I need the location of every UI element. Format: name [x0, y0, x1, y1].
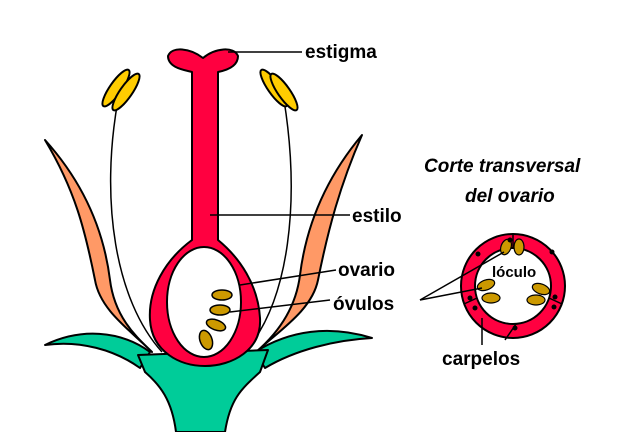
cross-ovules [476, 238, 551, 306]
title-line2: del ovario [465, 186, 555, 207]
ovules [198, 289, 233, 351]
anther-right [259, 68, 299, 112]
petal-left [44, 139, 153, 353]
label-carpels: carpelos [442, 349, 520, 370]
sepal-right [254, 329, 373, 369]
anther-left [101, 68, 141, 112]
leader-lines [210, 51, 517, 345]
label-ovary: ovario [338, 260, 395, 281]
receptacle [137, 349, 269, 432]
label-locule: lóculo [492, 264, 536, 281]
label-ovules: óvulos [333, 294, 394, 315]
vascular-bundles [467, 237, 558, 331]
petal-right [255, 134, 363, 353]
sepal-left [44, 332, 151, 369]
filament-left [109, 99, 163, 353]
label-stigma: estigma [305, 42, 377, 63]
title-line1: Corte transversal [424, 156, 581, 177]
label-style: estilo [352, 206, 402, 227]
filament-right [244, 99, 292, 353]
